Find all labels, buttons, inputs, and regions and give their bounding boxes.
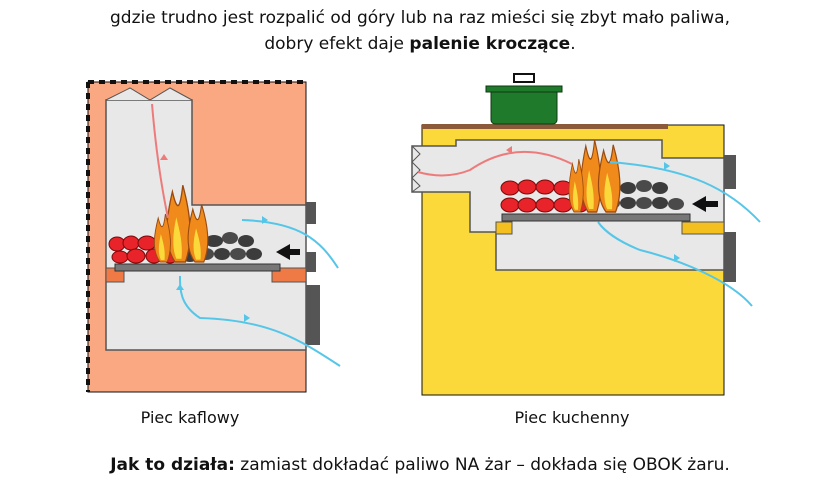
tile-stove-caption: Piec kaflowy <box>140 408 240 427</box>
kitchen-stove-air-flow-upper <box>609 161 761 223</box>
kitchen-stove-smoke-arrow <box>506 146 512 154</box>
kitchen-stove-brick-left <box>495 221 513 235</box>
pot-icon <box>485 73 563 125</box>
kitchen-stove-air-flow-lower <box>597 221 753 307</box>
kitchen-stove-hotplate <box>422 124 668 129</box>
kitchen-stove-feed-arrow <box>692 196 718 212</box>
tile-stove-upper-door <box>306 202 316 224</box>
kitchen-stove-brick-right <box>681 221 725 235</box>
intro-highlight: palenie kroczące <box>409 34 571 54</box>
kitchen-stove-flue-break <box>411 145 421 193</box>
tile-stove-wall-edge <box>86 80 306 392</box>
kitchen-stove-smoke-flow <box>417 150 573 177</box>
kitchen-stove-air-arrow-lower <box>674 254 680 262</box>
kitchen-stove-fresh-coal <box>604 180 684 210</box>
tile-stove-air-arrow-up <box>176 284 184 290</box>
kitchen-stove-grate <box>501 213 691 222</box>
intro-line-2-prefix: dobry efekt daje <box>264 34 410 54</box>
tile-stove-air-flow-lower <box>179 275 341 367</box>
intro-line-2: dobry efekt daje palenie kroczące. <box>0 32 840 56</box>
tile-stove-air-arrow-lower <box>244 314 250 322</box>
tile-stove-diagram <box>86 80 341 393</box>
footer-explanation: Jak to działa: zamiast dokładać paliwo N… <box>0 455 840 475</box>
kitchen-stove-upper-door <box>724 155 736 189</box>
tile-stove-grate <box>114 263 281 272</box>
footer-label: Jak to działa: <box>110 455 235 475</box>
tile-stove-ash-door <box>306 285 320 345</box>
tile-stove-feed-arrow <box>276 244 300 260</box>
kitchen-stove-air-arrow-upper <box>664 162 670 170</box>
intro-line-2-suffix: . <box>570 34 576 54</box>
footer-text: zamiast dokładać paliwo NA żar – dokłada… <box>234 455 730 475</box>
intro-line-1: gdzie trudno jest rozpalić od góry lub n… <box>110 8 730 28</box>
tile-stove-air-flow-upper <box>241 219 339 269</box>
kitchen-stove-diagram <box>411 73 761 396</box>
tile-stove-smoke-arrow <box>160 154 168 160</box>
tile-stove-lower-door <box>306 252 316 272</box>
tile-stove-flue-break <box>105 87 193 101</box>
tile-stove-smoke-flow <box>151 103 169 219</box>
kitchen-stove-ash-door <box>724 232 736 282</box>
kitchen-stove-caption: Piec kuchenny <box>514 408 630 427</box>
tile-stove-air-arrow-upper <box>262 216 268 224</box>
